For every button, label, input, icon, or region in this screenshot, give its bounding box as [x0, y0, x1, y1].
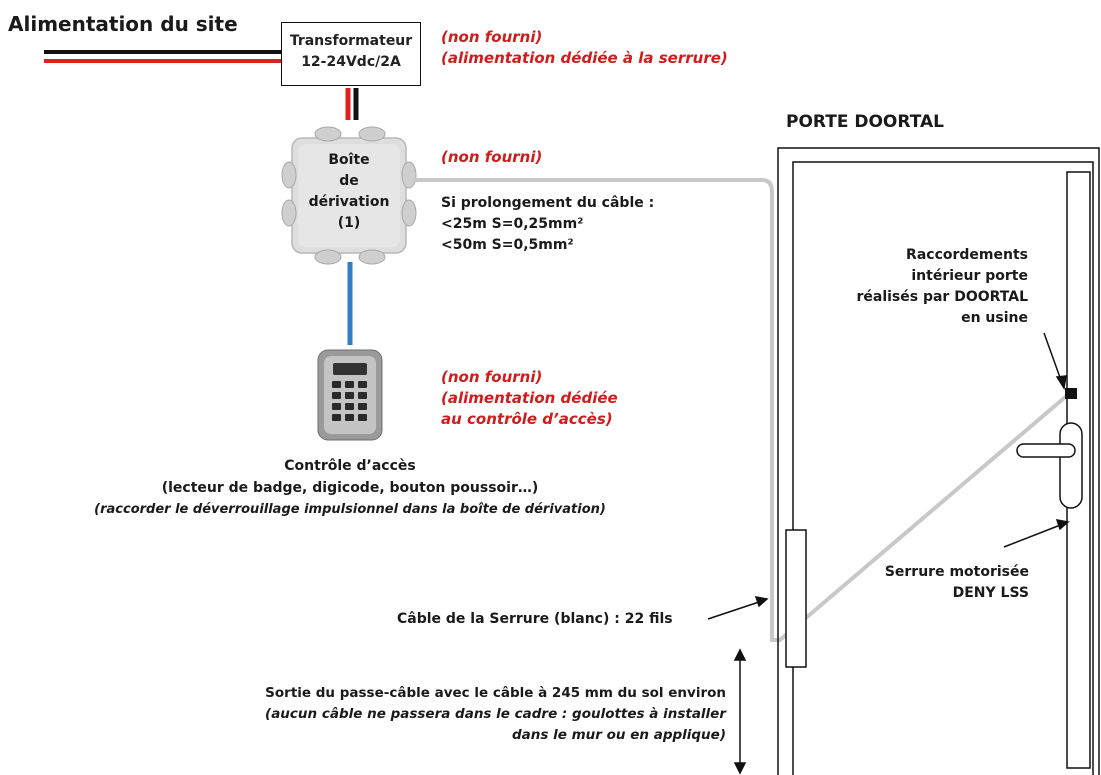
- keypad-icon: [317, 349, 383, 441]
- lock-line2: DENY LSS: [952, 585, 1029, 601]
- junction-note: (non fourni): [441, 148, 543, 166]
- lock-connector-icon: [1065, 388, 1077, 399]
- junction-box-label: Boîte de dérivation (1): [298, 150, 400, 234]
- keypad-note-line1: (non fourni): [441, 368, 543, 386]
- connections-arrowhead: [1055, 375, 1067, 391]
- cable-arrow: [707, 600, 763, 620]
- lock-arrowhead: [1055, 519, 1070, 531]
- connections-arrow: [1043, 332, 1063, 384]
- door-handle-icon: [1016, 422, 1083, 509]
- cable-exit-line2: (aucun câble ne passera dans le cadre : …: [265, 706, 726, 722]
- door-title: PORTE DOORTAL: [786, 112, 944, 132]
- access-control-title: Contrôle d’accès: [284, 458, 416, 474]
- connections-line4: en usine: [961, 310, 1028, 326]
- height-arrowhead-top: [733, 648, 747, 661]
- access-control-instruction: (raccorder le déverrouillage impulsionne…: [94, 502, 606, 517]
- cable-extension-line1: Si prolongement du câble :: [441, 195, 655, 211]
- cable-exit-line1: Sortie du passe-câble avec le câble à 24…: [265, 685, 726, 701]
- door-frame-outer: [777, 147, 1100, 775]
- transformer-note: (non fourni) (alimentation dédiée à la s…: [441, 27, 728, 69]
- cable-arrowhead: [754, 596, 769, 608]
- cable-exit-line3: dans le mur ou en applique): [512, 727, 726, 743]
- connections-label: Raccordements intérieur porte réalisés p…: [820, 245, 1028, 329]
- junction-box-line3: dérivation: [308, 194, 390, 210]
- cable-exit-box: [785, 529, 807, 668]
- access-control-examples: (lecteur de badge, digicode, bouton pous…: [161, 480, 539, 496]
- transformer-box: Transformateur 12-24Vdc/2A: [281, 22, 421, 86]
- access-control-label: Contrôle d’accès (lecteur de badge, digi…: [80, 455, 620, 521]
- connections-line3: réalisés par DOORTAL: [856, 289, 1028, 305]
- cable-exit-note: Sortie du passe-câble avec le câble à 24…: [120, 683, 726, 746]
- lock-label: Serrure motorisée DENY LSS: [830, 562, 1029, 604]
- junction-box-line4: (1): [337, 215, 361, 231]
- cable-extension-note: Si prolongement du câble : <25m S=0,25mm…: [441, 193, 654, 256]
- transformer-label: Transformateur: [289, 33, 413, 49]
- transformer-note-line1: (non fourni): [441, 28, 543, 46]
- junction-box-icon: [281, 126, 417, 265]
- height-arrowhead-bottom: [733, 762, 747, 775]
- connections-line2: intérieur porte: [911, 268, 1028, 284]
- transformer-note-line2: (alimentation dédiée à la serrure): [441, 49, 728, 67]
- transformer-rating: 12-24Vdc/2A: [301, 54, 401, 70]
- junction-box-line2: de: [339, 173, 359, 189]
- site-supply-title: Alimentation du site: [8, 12, 238, 36]
- cable-extension-line2: <25m S=0,25mm²: [441, 216, 584, 232]
- cable-extension-line3: <50m S=0,5mm²: [441, 237, 574, 253]
- keypad-note: (non fourni) (alimentation dédiée au con…: [441, 367, 618, 430]
- lock-cable-label: Câble de la Serrure (blanc) : 22 fils: [397, 611, 673, 627]
- keypad-note-line2: (alimentation dédiée: [441, 389, 618, 407]
- lock-arrow: [1003, 523, 1064, 548]
- door-frame-inner: [792, 161, 1094, 775]
- lock-cable-line: [412, 178, 1072, 642]
- keypad-note-line3: au contrôle d’accès): [441, 410, 613, 428]
- connections-line1: Raccordements: [906, 247, 1028, 263]
- junction-box-line1: Boîte: [328, 152, 370, 168]
- lock-line1: Serrure motorisée: [884, 564, 1029, 580]
